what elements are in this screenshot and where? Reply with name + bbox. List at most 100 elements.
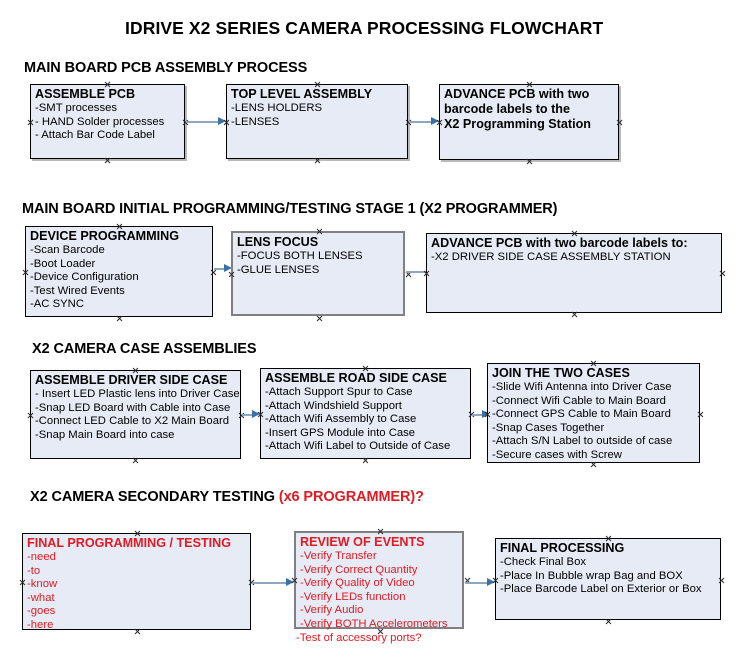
node-title: barcode labels to the — [444, 102, 570, 116]
node-title: TOP LEVEL ASSEMBLY — [231, 87, 373, 101]
node-line: -Snap Cases Together — [492, 421, 605, 434]
connector-handle-left[interactable] — [257, 411, 264, 418]
node-line: -Verify BOTH Accelerometers — [300, 617, 448, 630]
connector-handle-left[interactable] — [484, 411, 491, 418]
node-line: -Attach Wifi Assembly to Case — [265, 413, 417, 426]
node-line: -Attach Wifi Label to Outside of Case — [265, 440, 451, 453]
node-line: -Boot Loader — [30, 257, 96, 270]
node-top-level-assembly[interactable]: TOP LEVEL ASSEMBLY -LENS HOLDERS -LENSES — [226, 84, 408, 159]
connector-handle-right[interactable] — [464, 577, 471, 584]
connector-handle-bottom[interactable] — [314, 157, 321, 164]
node-title: ASSEMBLE ROAD SIDE CASE — [265, 371, 447, 385]
connector-handle-bottom[interactable] — [116, 315, 123, 322]
node-line: -Verify Audio — [300, 604, 364, 617]
node-line: -Attach Support Spur to Case — [265, 386, 413, 398]
node-title: FINAL PROCESSING — [500, 541, 625, 555]
node-line: -to — [27, 564, 41, 577]
arrow-shaft — [252, 582, 287, 584]
section-heading-main-board-initial-programming: MAIN BOARD INITIAL PROGRAMMING/TESTING S… — [22, 201, 558, 217]
arrow-head-icon — [487, 578, 495, 586]
arrow-shaft — [214, 268, 225, 270]
node-line: - Insert LED Plastic lens into Driver Ca… — [35, 388, 240, 400]
arrow-driver-side-to-road-side — [242, 410, 260, 419]
connector-handle-left[interactable] — [228, 271, 235, 278]
connector-handle-bottom[interactable] — [571, 311, 578, 318]
section-heading-x2-camera-secondary-testing: X2 CAMERA SECONDARY TESTING (x6 PROGRAMM… — [30, 489, 424, 505]
arrow-review-of-events-to-final-processing — [465, 578, 495, 587]
node-title: LENS FOCUS — [237, 235, 319, 249]
node-line: -what — [27, 591, 55, 604]
node-lens-focus[interactable]: LENS FOCUS -FOCUS BOTH LENSES -GLUE LENS… — [231, 231, 405, 316]
node-line: -GLUE LENSES — [237, 263, 320, 276]
section-heading-text: X2 CAMERA SECONDARY TESTING — [30, 489, 279, 505]
arrow-head-icon — [286, 578, 294, 586]
connector-handle-bottom[interactable] — [104, 157, 111, 164]
connector-handle-right[interactable] — [405, 271, 412, 278]
node-title: FINAL PROGRAMMING / TESTING — [27, 536, 232, 550]
node-line: -Scan Barcode — [30, 244, 105, 256]
node-final-programming-testing[interactable]: FINAL PROGRAMMING / TESTING -need -to -k… — [19, 533, 251, 631]
connector-handle-left[interactable] — [423, 270, 430, 277]
node-advance-pcb-programming-station[interactable]: ADVANCE PCB with two barcode labels to t… — [439, 84, 619, 160]
node-review-of-events[interactable]: REVIEW OF EVENTS -Verify Transfer -Verif… — [291, 528, 464, 644]
connector-handle-left[interactable] — [19, 579, 26, 586]
arrow-shaft — [465, 582, 488, 584]
connector-handle-left[interactable] — [291, 577, 298, 584]
connector-handle-bottom[interactable] — [132, 457, 139, 464]
node-line: - Attach Bar Code Label — [35, 129, 155, 142]
connector-handle-left[interactable] — [492, 577, 499, 584]
arrow-shaft — [186, 121, 219, 123]
node-line: -LENS HOLDERS — [231, 102, 323, 114]
connector-handle-bottom[interactable] — [316, 315, 323, 322]
connector-handle-bottom[interactable] — [526, 158, 533, 165]
arrow-head-icon — [252, 410, 260, 418]
arrow-top-level-assembly-to-advance-pcb — [409, 117, 439, 126]
node-line: -need — [27, 551, 56, 563]
arrow-head-icon — [218, 117, 226, 125]
node-assemble-road-side-case[interactable]: ASSEMBLE ROAD SIDE CASE -Attach Support … — [260, 368, 471, 459]
connector-handle-left[interactable] — [436, 119, 443, 126]
connector-handle-left[interactable] — [223, 119, 230, 126]
node-title: DEVICE PROGRAMMING — [30, 229, 180, 243]
node-advance-pcb-driver-side-case[interactable]: ADVANCE PCB with two barcode labels to: … — [426, 233, 722, 313]
node-line: - HAND Solder processes — [35, 115, 165, 128]
node-line: -know — [27, 578, 58, 591]
connector-handle-left[interactable] — [22, 269, 29, 276]
section-heading-main-board-pcb-assembly: MAIN BOARD PCB ASSEMBLY PROCESS — [24, 60, 308, 76]
node-title: ADVANCE PCB with two barcode labels to: — [431, 236, 688, 250]
connector-handle-bottom[interactable] — [605, 618, 612, 625]
node-title: JOIN THE TWO CASES — [492, 366, 630, 380]
node-device-programming[interactable]: DEVICE PROGRAMMING -Scan Barcode -Boot L… — [25, 226, 213, 317]
connector-handle-left[interactable] — [27, 412, 34, 419]
section-heading-accent: (x6 PROGRAMMER)? — [278, 489, 424, 505]
connector-handle-left[interactable] — [27, 119, 34, 126]
node-line: -AC SYNC — [30, 298, 84, 311]
section-heading-x2-camera-case-assemblies: X2 CAMERA CASE ASSEMBLIES — [32, 341, 257, 357]
node-join-the-two-cases[interactable]: JOIN THE TWO CASES -Slide Wifi Antenna i… — [487, 363, 700, 463]
node-line: -Attach Windshield Support — [265, 399, 402, 412]
node-assemble-driver-side-case[interactable]: ASSEMBLE DRIVER SIDE CASE - Insert LED P… — [30, 370, 241, 459]
node-line: -FOCUS BOTH LENSES — [237, 250, 363, 262]
node-line: -Slide Wifi Antenna into Driver Case — [492, 381, 672, 393]
arrow-head-icon — [431, 117, 439, 125]
node-line: -Verify Transfer — [300, 550, 377, 562]
node-line: -Place In Bubble wrap Bag and BOX — [500, 569, 683, 582]
node-final-processing[interactable]: FINAL PROCESSING -Check Final Box -Place… — [495, 538, 721, 620]
node-line: -Connect LED Cable to X2 Main Board — [35, 415, 230, 428]
node-assemble-pcb[interactable]: ASSEMBLE PCB -SMT processes - HAND Solde… — [30, 84, 185, 159]
arrow-shaft — [409, 121, 432, 123]
node-title: ASSEMBLE DRIVER SIDE CASE — [35, 373, 228, 387]
node-line: -Secure cases with Screw — [492, 448, 622, 461]
node-title: X2 Programming Station — [444, 117, 591, 131]
node-line: -Insert GPS Module into Case — [265, 426, 416, 439]
node-line: -Verify Correct Quantity — [300, 563, 418, 576]
node-line: -SMT processes — [35, 102, 118, 114]
connector-handle-right[interactable] — [719, 270, 726, 277]
connector-handle-top[interactable] — [377, 528, 384, 535]
connector-handle-top[interactable] — [316, 228, 323, 235]
node-line: -Verify LEDs function — [300, 590, 406, 603]
node-line: -Device Configuration — [30, 271, 139, 284]
connector-handle-bottom[interactable] — [362, 457, 369, 464]
arrow-shaft — [472, 414, 483, 416]
